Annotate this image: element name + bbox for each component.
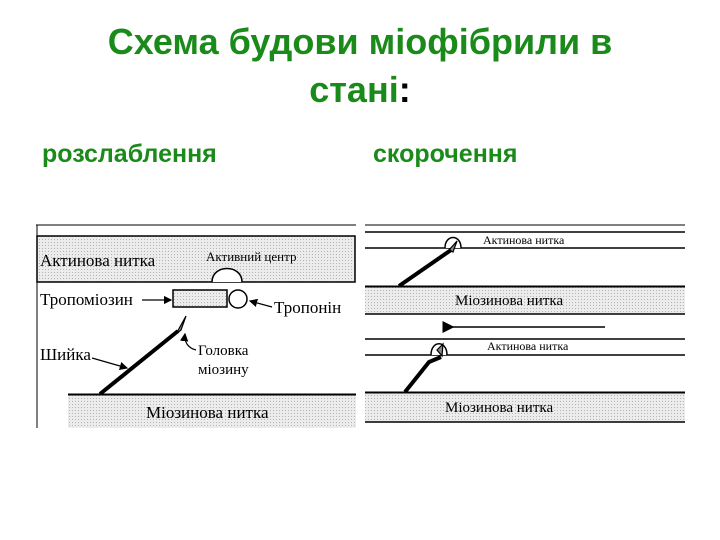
subtitle-relaxed: розслаблення xyxy=(42,140,217,168)
actin-label-bottom: Актинова нитка xyxy=(487,339,569,353)
active-center-label: Активний центр xyxy=(206,249,296,264)
tropomyosin-block xyxy=(172,289,228,308)
page-title: Схема будови міофібрили в стані: xyxy=(0,18,720,114)
head-arrow xyxy=(179,332,197,351)
title-colon: : xyxy=(398,69,411,110)
contracted-state-diagram: Актинова нитка Міозинова нитка Актинова … xyxy=(365,224,685,423)
myosin-label-top: Міозинова нитка xyxy=(455,293,563,309)
myosin-head-bottom xyxy=(436,342,444,358)
relaxed-state-diagram: Актинова нитка Активний центр Тропоміози… xyxy=(36,224,356,428)
myosin-filament xyxy=(68,394,356,428)
myosin-neck xyxy=(98,329,180,396)
myosin-label: Міозинова нитка xyxy=(146,403,269,422)
subtitle-contracted: скорочення xyxy=(373,140,518,168)
myosin-label-bottom: Міозинова нитка xyxy=(445,400,553,416)
tropomyosin-label: Тропоміозин xyxy=(40,290,133,309)
active-center xyxy=(211,267,243,283)
myosin-filament-bottom xyxy=(365,392,685,422)
troponin-circle xyxy=(228,289,248,309)
neck-arrow xyxy=(91,357,129,371)
head-label-line1: Головка xyxy=(198,343,249,359)
myosin-neck-bottom xyxy=(403,355,442,394)
actin-label-top: Актинова нитка xyxy=(483,233,565,247)
title-line-1: Схема будови міофібрили в xyxy=(107,21,613,62)
active-center-top xyxy=(444,236,462,249)
myosin-neck-top xyxy=(397,248,453,288)
head-label-line2: міозину xyxy=(198,362,249,378)
title-line-2-text: стані xyxy=(309,69,399,110)
actin-filament xyxy=(36,235,356,283)
neck-label: Шийка xyxy=(40,345,91,364)
troponin-label: Тропонін xyxy=(274,298,341,317)
title-line-2: стані: xyxy=(0,66,720,114)
actin-label: Актинова нитка xyxy=(40,251,156,270)
troponin-arrow xyxy=(248,298,273,308)
myosin-filament-top xyxy=(365,286,685,314)
